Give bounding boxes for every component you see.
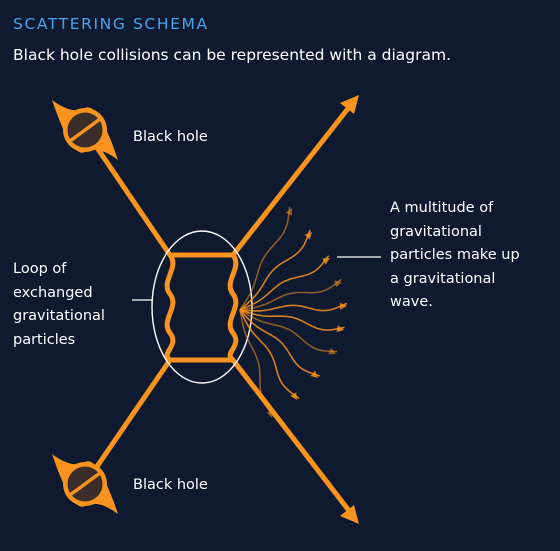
wave-label-line: wave.: [390, 294, 433, 310]
wave-arrow-head-icon: [266, 410, 274, 418]
loop-label-line: gravitational: [13, 308, 105, 324]
loop-label-line: particles: [13, 331, 76, 348]
wave-squiggle: [239, 255, 330, 311]
arrow-head-icon: [340, 505, 359, 524]
loop-wavy-right: [227, 252, 239, 363]
wave-arrow-head-icon: [285, 208, 292, 216]
incoming-line-top: [82, 127, 173, 258]
diagram-heading: SCATTERING SCHEMA: [13, 15, 209, 33]
loop-label-line: Loop of: [13, 261, 67, 277]
wave-arrow-head-icon: [290, 392, 297, 400]
black-hole-bottom-label: Black hole: [133, 477, 208, 493]
loop-label-line: exchanged: [13, 284, 93, 301]
wave-arrow-head-icon: [310, 370, 318, 378]
wave-squiggle: [239, 229, 311, 311]
wave-squiggle: [239, 309, 320, 377]
loop-wavy-left: [164, 252, 176, 363]
wave-label-line: a gravitational: [390, 270, 496, 287]
wave-squiggle: [239, 302, 348, 312]
loop-highlight-ellipse: [151, 230, 253, 384]
incoming-line-bottom: [82, 357, 173, 487]
arrow-head-icon: [340, 95, 359, 114]
wave-arrow-head-icon: [334, 280, 342, 288]
outgoing-line-bottom: [230, 357, 353, 515]
wave-arrow-head-icon: [339, 302, 347, 310]
wave-label-line: gravitational: [390, 223, 482, 240]
wave-squiggle: [239, 309, 345, 331]
wave-squiggle: [239, 278, 342, 311]
wave-squiggle: [239, 309, 338, 353]
wave-squiggle: [239, 309, 300, 400]
loop-label: Loop of exchanged gravitational particle…: [13, 258, 105, 352]
wave-squiggle: [239, 206, 291, 311]
wave-arrow-head-icon: [336, 325, 344, 333]
outgoing-line-top: [230, 103, 353, 258]
black-hole-icon: [52, 100, 118, 160]
wave-label: A multitude of gravitational particles m…: [390, 197, 520, 315]
wave-squiggle: [239, 309, 276, 418]
gravitational-wave: [239, 206, 348, 418]
diagram-subtitle: Black hole collisions can be represented…: [13, 46, 452, 64]
black-hole-top-label: Black hole: [133, 129, 208, 145]
wave-label-line: A multitude of: [390, 200, 494, 216]
wave-arrow-head-icon: [328, 347, 336, 355]
wave-label-line: particles make up: [390, 247, 520, 263]
wave-arrow-head-icon: [304, 232, 312, 240]
wave-arrow-head-icon: [322, 258, 330, 265]
particle-lines: [82, 103, 353, 515]
black-hole-icon: [52, 454, 118, 514]
